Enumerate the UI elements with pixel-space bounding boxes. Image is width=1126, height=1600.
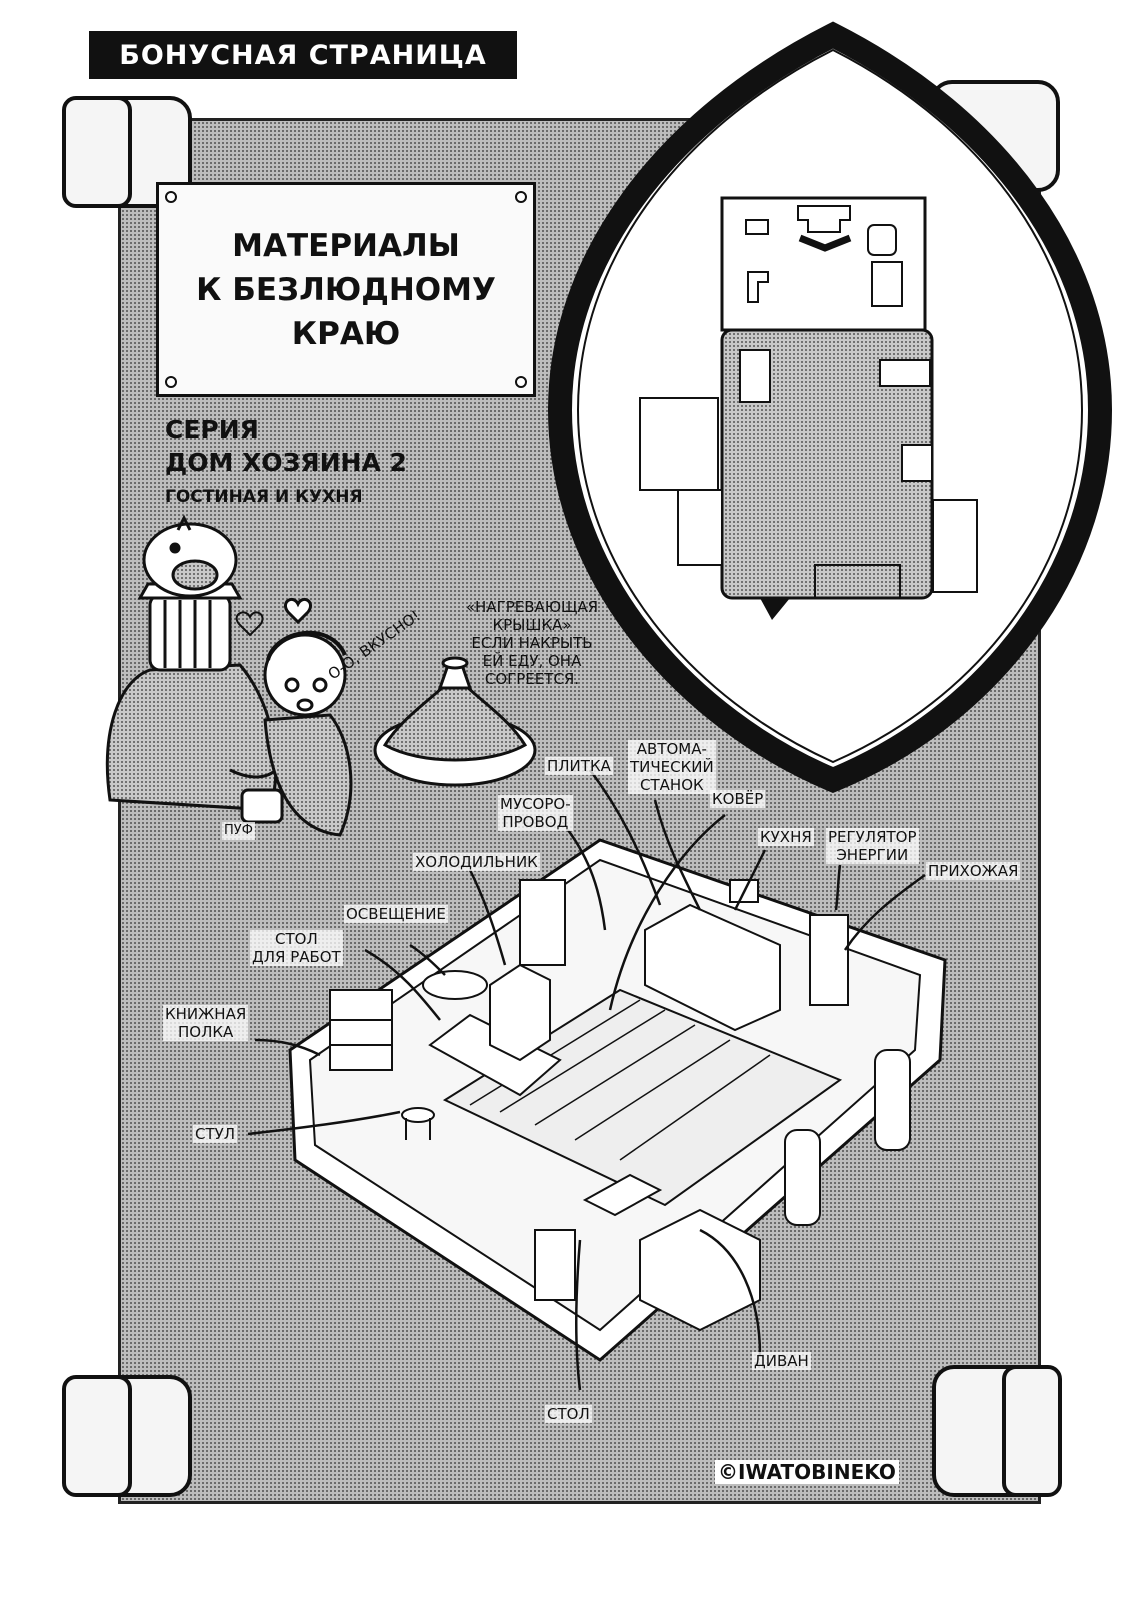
lid-note-line-2: КРЫШКА» (492, 616, 572, 634)
label-bookshelf-line-2: ПОЛКА (178, 1023, 234, 1041)
label-sofa: ДИВАН (752, 1352, 811, 1370)
nail-icon (515, 191, 527, 203)
boy-figure (263, 598, 353, 837)
label-automatic-machine: АВТОМА- ТИЧЕСКИЙ СТАНОК (628, 740, 716, 794)
puff-text: ПУФ (222, 822, 255, 840)
heating-lid-note: «НАГРЕВАЮЩАЯ КРЫШКА» ЕСЛИ НАКРЫТЬ ЕЙ ЕДУ… (455, 598, 609, 688)
heating-lid-figure (373, 656, 537, 787)
series-line-3: ГОСТИНАЯ И КУХНЯ (165, 487, 363, 507)
label-table: СТОЛ (545, 1405, 592, 1423)
label-tile: ПЛИТКА (545, 757, 613, 775)
fridge-shape (489, 963, 551, 1062)
label-garbage-chute: МУСОРО- ПРОВОД (498, 795, 573, 831)
worktable-shape (428, 1013, 562, 1097)
title-sign: МАТЕРИАЛЫ К БЕЗЛЮДНОМУ КРАЮ (156, 182, 536, 397)
label-regulator-line-2: ЭНЕРГИИ (836, 846, 909, 864)
pipe-corner-bottom-right-joint (1002, 1365, 1062, 1497)
label-regulator-line-1: РЕГУЛЯТОР (828, 828, 917, 846)
label-hallway: ПРИХОЖАЯ (926, 862, 1021, 880)
lighting-shape (422, 970, 488, 1000)
label-automatic-line-1: АВТОМА- (636, 740, 707, 758)
title-line-3: КРАЮ (291, 315, 401, 352)
sofa-shape (639, 1208, 761, 1332)
label-chute-line-2: ПРОВОД (502, 813, 569, 831)
bookshelf-shape (329, 989, 393, 1071)
floor-plan-lens (547, 21, 1113, 793)
series-heading: СЕРИЯ ДОМ ХОЗЯИНА 2 ГОСТИНАЯ И КУХНЯ (165, 413, 407, 514)
nail-icon (515, 376, 527, 388)
title-line-1: МАТЕРИАЛЫ (232, 227, 460, 264)
chair-shape (401, 1107, 435, 1123)
bonus-page-banner: БОНУСНАЯ СТРАНИЦА (89, 31, 517, 79)
label-worktable-line-2: ДЛЯ РАБОТ (252, 948, 341, 966)
label-lighting: ОСВЕЩЕНИЕ (344, 905, 448, 923)
label-kitchen: КУХНЯ (758, 828, 814, 846)
label-energy-regulator: РЕГУЛЯТОР ЭНЕРГИИ (826, 828, 919, 864)
pipe-corner-top-left-joint (62, 96, 132, 208)
leader-lines (235, 611, 926, 1391)
lid-note-line-1: «НАГРЕВАЮЩАЯ (465, 598, 599, 616)
kitchen-counter-shape (644, 903, 781, 1032)
lid-note-line-3: ЕСЛИ НАКРЫТЬ (471, 634, 593, 652)
label-chute-line-1: МУСОРО- (500, 795, 571, 813)
lid-note-line-4: ЕЙ ЕДУ, ОНА (482, 652, 582, 670)
heart-icon (235, 611, 264, 637)
lid-note-line-5: СОГРЕЕТСЯ. (484, 670, 580, 688)
isometric-room (288, 838, 947, 1362)
series-line-1: СЕРИЯ (165, 415, 259, 444)
label-bookshelf: КНИЖНАЯ ПОЛКА (163, 1005, 249, 1041)
label-fridge: ХОЛОДИЛЬНИК (413, 853, 540, 871)
robot-knight-figure (105, 514, 284, 824)
label-automatic-line-3: СТАНОК (640, 776, 704, 794)
plan-upper-room (720, 196, 927, 332)
lens-inner-rim (576, 48, 1084, 764)
copyright-text: ©IWATOBINEKO (715, 1460, 899, 1484)
hallway-door (809, 914, 849, 1006)
label-automatic-line-2: ТИЧЕСКИЙ (630, 758, 714, 776)
pipe-corner-bottom-left-joint (62, 1375, 132, 1497)
table-shape (582, 1173, 663, 1217)
series-line-2: ДОМ ХОЗЯИНА 2 (165, 448, 407, 477)
nail-icon (165, 376, 177, 388)
title-line-2: К БЕЗЛЮДНОМУ (196, 271, 496, 308)
label-worktable-line-1: СТОЛ (275, 930, 318, 948)
label-carpet: КОВЁР (710, 790, 766, 808)
label-chair: СТУЛ (193, 1125, 238, 1143)
label-bookshelf-line-1: КНИЖНАЯ (165, 1005, 247, 1023)
label-worktable: СТОЛ ДЛЯ РАБОТ (250, 930, 343, 966)
nail-icon (165, 191, 177, 203)
